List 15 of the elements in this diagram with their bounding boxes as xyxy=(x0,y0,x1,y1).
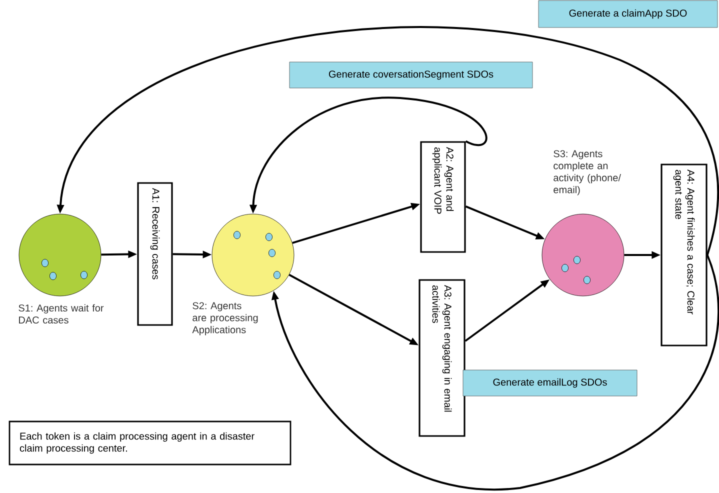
place-circle xyxy=(542,214,624,296)
arrow xyxy=(271,254,719,490)
state-label: S2: Agents are processing Applications xyxy=(192,302,258,336)
annotation-box: Generate a claimApp SDO xyxy=(538,0,718,28)
note-box: Each token is a claim processing agent in a disaster claim processing center. xyxy=(8,420,292,466)
annotation-box: Generate coversationSegment SDOs xyxy=(289,62,533,88)
transition-box: A1: Receiving cases xyxy=(137,182,173,326)
state-label: S3: Agents complete an activity (phone/ email) xyxy=(554,150,621,196)
annotation-box: Generate emailLog SDOs xyxy=(462,370,638,396)
state-label: S1: Agents wait for DAC cases xyxy=(18,304,104,324)
transition-box: A3: Agent engaging in email activities xyxy=(418,279,466,437)
transition-box: A2: Agent and applicant VOIP xyxy=(420,141,466,253)
place-circle xyxy=(18,214,102,296)
transition-box: A4: Agent finishes a case; Clear agent state xyxy=(660,164,708,346)
place-circle xyxy=(212,214,294,296)
